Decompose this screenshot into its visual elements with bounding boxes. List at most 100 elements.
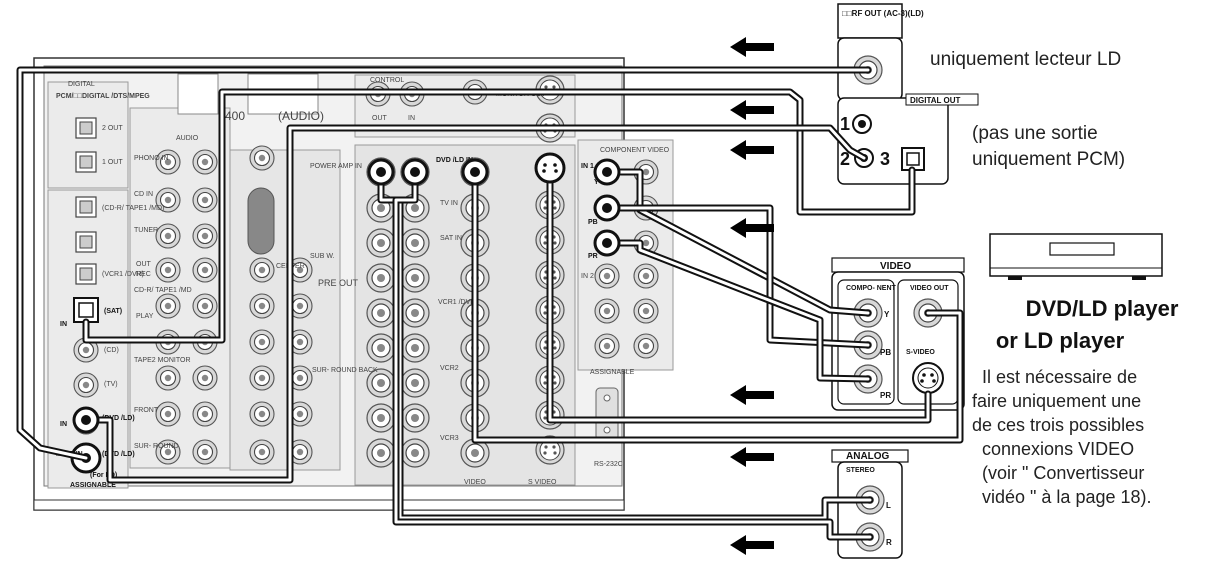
s-video-cable bbox=[546, 164, 932, 424]
video-header: VIDEO bbox=[880, 261, 911, 272]
vcr1-dvr-label: VCR1 /DVR bbox=[438, 299, 475, 306]
s-video-bottom-label: S VIDEO bbox=[528, 479, 557, 486]
digital-header: DIGITAL bbox=[68, 81, 95, 88]
video-out-label: VIDEO OUT bbox=[910, 285, 949, 292]
receiver-rear-panel bbox=[33, 57, 674, 511]
surround-back-label: SUR- ROUND BACK bbox=[312, 367, 378, 374]
analog-header: ANALOG bbox=[846, 451, 890, 462]
tape2-monitor-label: TAPE2 MONITOR bbox=[134, 357, 191, 364]
front-label: FRONT bbox=[134, 407, 159, 414]
not-pcm-label-1: (pas une sortie bbox=[972, 123, 1098, 144]
receiver-plugs bbox=[72, 152, 621, 434]
in-1-label: IN 1 bbox=[581, 163, 594, 170]
vcr1-label: (VCR1 /DVR) bbox=[102, 271, 144, 278]
arrow-icon bbox=[730, 140, 774, 160]
player-panels bbox=[831, 3, 979, 559]
player-name-1: DVD/LD player bbox=[1025, 296, 1179, 321]
out-rec-label: OUT bbox=[136, 261, 152, 268]
dvd-ld-in-label: DVD /LD IN bbox=[436, 157, 473, 164]
surround-label: SUR- ROUND bbox=[134, 443, 179, 450]
play-label: PLAY bbox=[136, 313, 154, 320]
note-line: de ces trois possibles bbox=[972, 415, 1145, 435]
dvd-ld-label: (DVD /LD) bbox=[102, 415, 135, 422]
cd-in-label: CD IN bbox=[134, 191, 153, 198]
rf-cable bbox=[16, 66, 872, 462]
cd-r-label: (CD-R/ TAPE1 /MD) bbox=[102, 205, 164, 212]
assignable-label: ASSIGNABLE bbox=[70, 482, 116, 489]
component-video-label: COMPONENT VIDEO bbox=[600, 147, 670, 154]
r-jack-label: R bbox=[886, 538, 892, 547]
player-name-2: or LD player bbox=[995, 328, 1125, 353]
arrow-icon bbox=[730, 447, 774, 467]
out-button-label: OUT bbox=[372, 115, 388, 122]
in-2-label: IN 2 bbox=[581, 273, 594, 280]
video-bottom-label: VIDEO bbox=[464, 479, 486, 486]
note-line: faire uniquement une bbox=[972, 391, 1142, 411]
power-amp-label: POWER AMP IN bbox=[310, 163, 362, 170]
note-line: Il est nécessaire de bbox=[982, 367, 1138, 387]
for-ld-label: (For LD) bbox=[90, 472, 117, 479]
in-button-label: IN bbox=[408, 115, 415, 122]
player-labels: □□RF OUT (AC-3)(LD) DIGITAL OUT 1 2 3 VI… bbox=[840, 9, 960, 547]
tv-label: (TV) bbox=[104, 381, 118, 388]
pb-label: PB bbox=[588, 219, 598, 226]
note-line: (voir " Convertisseur bbox=[982, 463, 1145, 483]
component-cables bbox=[603, 168, 872, 383]
control-label: CONTROL bbox=[370, 77, 404, 84]
pb-jack-label: PB bbox=[880, 348, 891, 357]
note-line: connexions VIDEO bbox=[982, 439, 1135, 459]
arrow-icon bbox=[730, 37, 774, 57]
dvd-player-icon bbox=[989, 233, 1163, 280]
pr-label: PR bbox=[588, 253, 598, 260]
not-pcm-label-2: uniquement PCM) bbox=[972, 149, 1126, 170]
sat-label: (SAT) bbox=[104, 308, 122, 315]
stereo-label: STEREO bbox=[846, 467, 875, 474]
audio-paren-label: (AUDIO) bbox=[278, 109, 324, 123]
phono-label: PHONO IN bbox=[134, 155, 169, 162]
tv-in-label: TV IN bbox=[440, 200, 458, 207]
audio-400-label: 400 bbox=[225, 109, 245, 123]
digital-out-label: DIGITAL OUT bbox=[910, 96, 960, 105]
in-label: IN bbox=[60, 321, 67, 328]
sub-w-label: SUB W. bbox=[310, 253, 335, 260]
dvd-ld-label-2: (DVD /LD) bbox=[102, 451, 135, 458]
note-line: vidéo " à la page 18). bbox=[982, 487, 1152, 507]
y-jack-label: Y bbox=[884, 310, 890, 319]
receiver-labels: DIGITAL PCM/□□DIGITAL /DTS/MPEG 2 OUT 1 … bbox=[56, 77, 670, 489]
component-label: COMPO- NENT bbox=[846, 285, 897, 292]
out1-label: 1 OUT bbox=[102, 159, 123, 166]
sat-in-label: SAT IN bbox=[440, 235, 462, 242]
optical-cable bbox=[82, 88, 916, 344]
arrow-icon bbox=[730, 535, 774, 555]
coaxial-cable bbox=[82, 124, 868, 484]
cd-r-tape-label: CD-R/ TAPE1 /MD bbox=[134, 287, 192, 294]
rs232c-label: RS-232C bbox=[594, 461, 623, 468]
vcr3-label: VCR3 bbox=[440, 435, 459, 442]
cd-label: (CD) bbox=[104, 347, 119, 354]
rf-out-label: □□RF OUT (AC-3)(LD) bbox=[842, 9, 924, 18]
vcr2-label: VCR2 bbox=[440, 365, 459, 372]
cables bbox=[16, 66, 964, 541]
tuner-label: TUNER bbox=[134, 227, 158, 234]
ld-only-label: uniquement lecteur LD bbox=[930, 49, 1122, 70]
jack-2-label: 2 bbox=[840, 149, 850, 169]
out2-label: 2 OUT bbox=[102, 125, 123, 132]
y-label: Y bbox=[594, 179, 599, 186]
arrow-icon bbox=[730, 385, 774, 405]
rec-label: REC bbox=[136, 271, 151, 278]
pcm-label: PCM/□□DIGITAL /DTS/MPEG bbox=[56, 93, 150, 100]
arrow-icon bbox=[730, 100, 774, 120]
assignable-2-label: ASSIGNABLE bbox=[590, 369, 635, 376]
composite-video-cable bbox=[471, 168, 964, 444]
jack-1-label: 1 bbox=[840, 114, 850, 134]
in-label: IN bbox=[60, 421, 67, 428]
analog-audio-cable bbox=[377, 168, 874, 541]
jack-3-label: 3 bbox=[880, 149, 890, 169]
l-jack-label: L bbox=[886, 501, 891, 510]
audio-label: AUDIO bbox=[176, 135, 199, 142]
pr-jack-label: PR bbox=[880, 391, 891, 400]
s-video-label: S-VIDEO bbox=[906, 349, 935, 356]
pre-out-label: PRE OUT bbox=[318, 278, 359, 288]
